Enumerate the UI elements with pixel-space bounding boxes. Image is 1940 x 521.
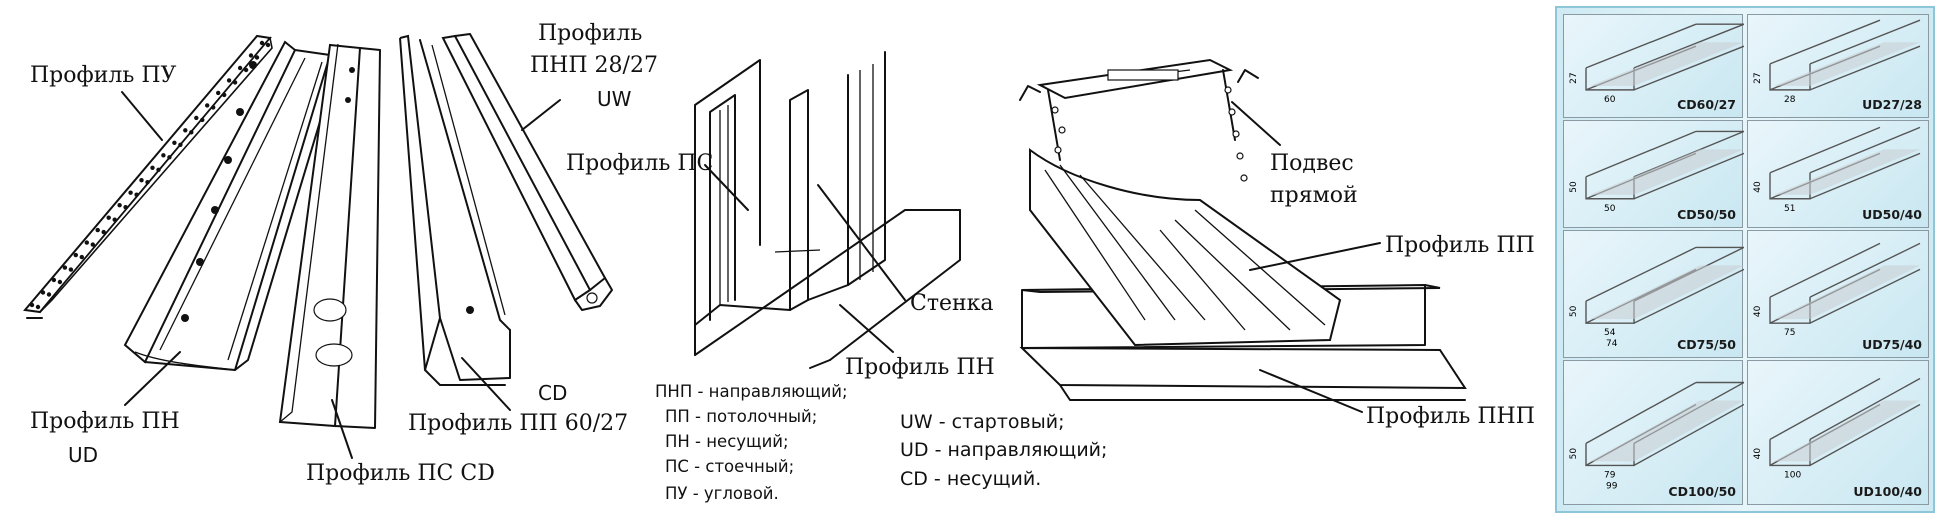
label-wall-profile-ps: Профиль ПС [566, 151, 713, 176]
profile-pn-drawing [123, 40, 339, 371]
drywall-profiles-diagram: Профиль ПУ Профиль ПНП 28/27 UW Профиль … [23, 21, 1535, 503]
catalog-code: UD27/28 [1862, 97, 1922, 112]
legend-item: ПУ - угловой. [665, 484, 779, 503]
profile-pnp-drawing [441, 33, 613, 311]
label-profile-pnp-2: ПНП 28/27 [530, 53, 658, 78]
label-ceiling-profile-pp: Профиль ПП [1385, 233, 1535, 258]
legend-item: CD - несущий. [900, 468, 1041, 490]
catalog-code: UD100/40 [1853, 484, 1922, 499]
label-wall-profile-pn: Профиль ПН [845, 355, 995, 380]
label-profile-pp-cd: CD [538, 381, 567, 405]
dimension-width: 60 [1604, 95, 1616, 105]
legend-item: ПП - потолочный; [665, 407, 817, 426]
legend-item: ПНП - направляющий; [655, 382, 848, 401]
legend-russian: ПНП - направляющий; ПП - потолочный; ПН … [655, 382, 848, 503]
legend-item: UW - стартовый; [900, 411, 1065, 433]
label-profile-pu: Профиль ПУ [30, 63, 177, 88]
dimension-height: 40 [1753, 181, 1763, 193]
dimension-width: 74 [1606, 339, 1618, 349]
catalog-code: UD75/40 [1862, 337, 1922, 352]
label-profile-pnp-1: Профиль [538, 21, 642, 46]
dimension-height: 50 [1569, 305, 1579, 317]
dimension-height: 40 [1753, 448, 1763, 460]
dimension-width: 79 [1604, 470, 1616, 480]
wall-section-drawing [694, 51, 961, 369]
profile-sketch: 50 50 [1569, 130, 1744, 214]
profile-sketch: 40 75 [1753, 242, 1921, 338]
dimension-height: 50 [1569, 181, 1579, 193]
dimension-width: 54 [1604, 328, 1616, 338]
label-profile-pn-ud: UD [68, 443, 98, 467]
label-podves-2: прямой [1270, 183, 1358, 208]
catalog-code: UD50/40 [1862, 207, 1922, 222]
label-podves-1: Подвес [1270, 151, 1354, 176]
profile-pu-drawing [23, 34, 273, 319]
ceiling-assembly-drawing [1019, 58, 1467, 401]
profile-ps-drawing [278, 43, 381, 429]
dimension-width: 100 [1784, 470, 1801, 480]
legend-latin: UW - стартовый; UD - направляющий; CD - … [900, 411, 1107, 490]
profile-sketch: 40 51 [1753, 126, 1921, 214]
dimension-width: 99 [1606, 481, 1618, 491]
catalog-code: CD50/50 [1677, 207, 1736, 222]
dimension-width: 51 [1784, 204, 1795, 214]
profile-sketch: 27 28 [1753, 19, 1921, 105]
dimension-height: 27 [1753, 72, 1763, 83]
catalog-code: CD100/50 [1668, 484, 1736, 499]
dimension-height: 40 [1753, 305, 1763, 317]
label-profile-pp: Профиль ПП 60/27 [408, 411, 628, 436]
legend-item: ПН - несущий; [665, 432, 789, 451]
dimension-height: 27 [1569, 72, 1579, 83]
label-profile-pnp-uw: UW [597, 87, 632, 111]
profile-sketch: 40 100 [1753, 377, 1921, 480]
catalog-cell: 27 28 UD27/28 [1747, 14, 1929, 118]
label-ceiling-profile-pnp: Профиль ПНП [1366, 404, 1535, 429]
dimension-width: 50 [1604, 204, 1616, 214]
profile-pp-drawing [399, 34, 511, 386]
catalog-cell: 40 51 UD50/40 [1747, 120, 1929, 228]
catalog-cell: 27 60 CD60/27 [1563, 14, 1744, 118]
legend-item: UD - направляющий; [900, 439, 1107, 461]
profile-sketch: 27 60 [1569, 23, 1744, 105]
dimension-width: 28 [1784, 95, 1796, 105]
dimension-height: 50 [1569, 448, 1579, 460]
label-profile-pn: Профиль ПН [30, 409, 180, 434]
dimension-width: 75 [1784, 328, 1795, 338]
catalog-code: CD60/27 [1677, 97, 1736, 112]
label-stenka: Стенка [910, 291, 994, 316]
catalog-code: CD75/50 [1677, 337, 1736, 352]
label-profile-ps-cd: Профиль ПС CD [306, 461, 495, 486]
legend-item: ПС - стоечный; [665, 457, 794, 476]
